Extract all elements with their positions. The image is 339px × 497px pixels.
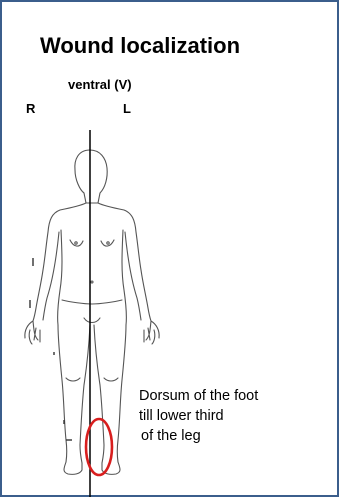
annotation-line-2: till lower third <box>139 406 258 426</box>
left-hand-outline <box>144 321 159 344</box>
annotation-line-3: of the leg <box>139 426 258 446</box>
annotation-line-1: Dorsum of the foot <box>139 386 258 406</box>
head-outline <box>75 150 107 203</box>
right-hand-outline <box>25 321 40 344</box>
wound-annotation: Dorsum of the foot till lower third of t… <box>139 386 258 446</box>
right-foot-outline <box>64 462 82 474</box>
